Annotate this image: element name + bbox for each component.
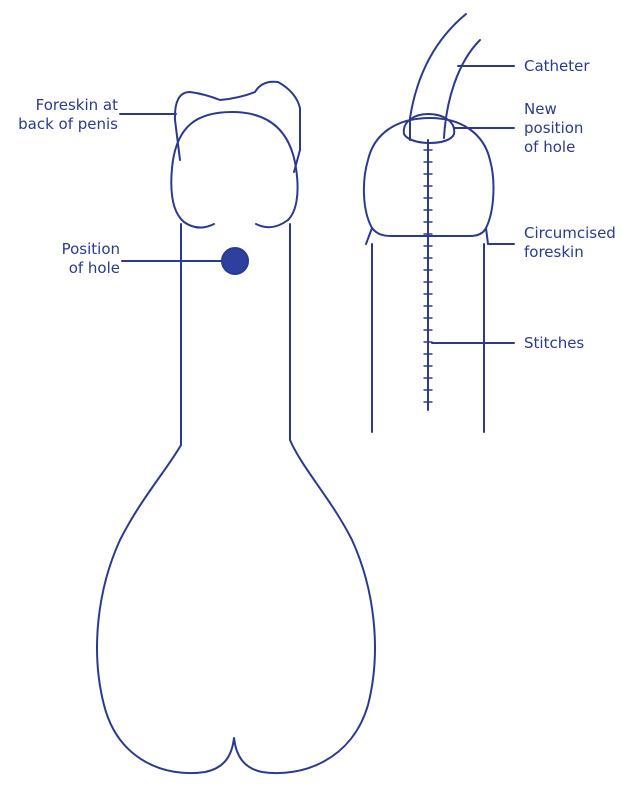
corona-right bbox=[256, 220, 288, 227]
corona-left bbox=[184, 222, 214, 228]
glans-outline bbox=[171, 112, 297, 222]
retracted-foreskin-outline bbox=[175, 82, 300, 172]
label-line: Position bbox=[62, 240, 120, 259]
scrotum-outline bbox=[97, 410, 375, 773]
catheter-inner bbox=[444, 40, 480, 138]
label-foreskin-at-back: Foreskin at back of penis bbox=[18, 96, 118, 134]
label-stitches: Stitches bbox=[524, 334, 584, 353]
label-line: Foreskin at bbox=[18, 96, 118, 115]
label-new-position-of-hole: New position of hole bbox=[524, 100, 583, 157]
label-line: of hole bbox=[524, 138, 583, 157]
label-circumcised-foreskin: Circumcised foreskin bbox=[524, 224, 616, 262]
label-line: Stitches bbox=[524, 334, 584, 353]
label-line: Circumcised bbox=[524, 224, 616, 243]
label-catheter: Catheter bbox=[524, 57, 590, 76]
label-position-of-hole: Position of hole bbox=[62, 240, 120, 278]
label-line: of hole bbox=[62, 259, 120, 278]
hole-marker bbox=[222, 248, 248, 274]
label-line: Catheter bbox=[524, 57, 590, 76]
label-line: back of penis bbox=[18, 115, 118, 134]
label-line: position bbox=[524, 119, 583, 138]
label-line: New bbox=[524, 100, 583, 119]
label-line: foreskin bbox=[524, 243, 616, 262]
